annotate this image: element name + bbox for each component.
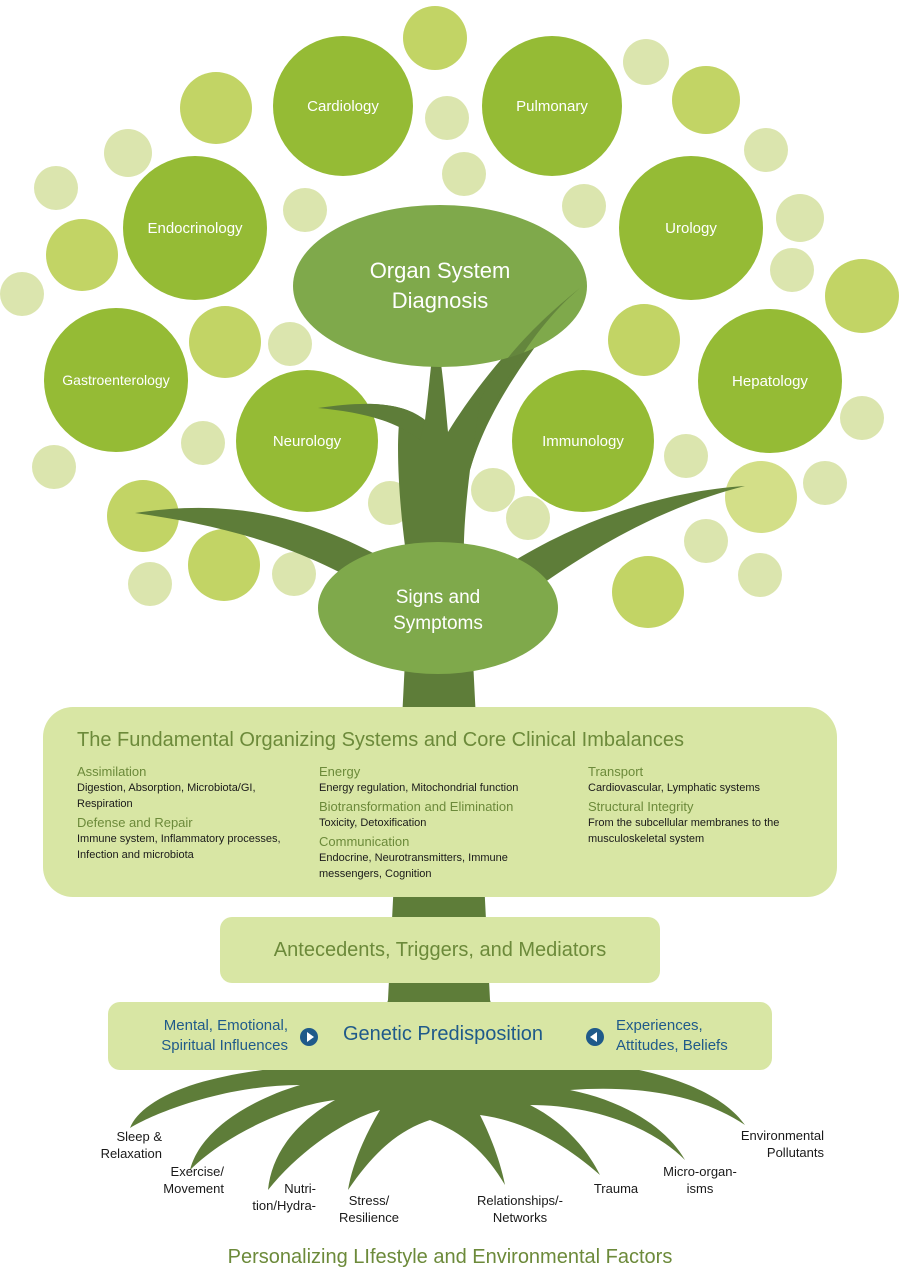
- bubble: [189, 306, 261, 378]
- fundamental-column-2: Energy Energy regulation, Mitochondrial …: [319, 764, 569, 885]
- bubble: [403, 6, 467, 70]
- bubble: [180, 72, 252, 144]
- signs-line1: Signs and: [396, 587, 481, 608]
- fundamental-columns: Assimilation Digestion, Absorption, Micr…: [77, 764, 803, 884]
- genetic-predisposition-label: Genetic Predisposition: [342, 1023, 544, 1045]
- bubble: [840, 396, 884, 440]
- category-description: Cardiovascular, Lymphatic systems: [588, 782, 760, 794]
- bubble: [684, 519, 728, 563]
- organ-label-endocrinology: Endocrinology: [147, 220, 243, 237]
- bubble: [744, 128, 788, 172]
- roots: [130, 1060, 745, 1190]
- diagnosis-ellipse: [293, 205, 587, 367]
- category-heading: Biotransformation and Elimination: [319, 799, 514, 814]
- bubble: [770, 248, 814, 292]
- bubble: [0, 272, 44, 316]
- category-description: Toxicity, Detoxification: [319, 817, 427, 829]
- root-label-pollutants: Environmental Pollutants: [740, 1128, 824, 1160]
- experiences-label: Experiences, Attitudes, Beliefs: [616, 1017, 728, 1054]
- organ-circle-urology: [619, 156, 763, 300]
- diagnosis-line2: Diagnosis: [392, 288, 489, 313]
- fundamental-column-3: Transport Cardiovascular, Lymphatic syst…: [588, 764, 813, 850]
- category-heading: Assimilation: [77, 764, 147, 779]
- bubble: [34, 166, 78, 210]
- root-label-trauma: Trauma: [593, 1181, 639, 1196]
- organ-circle-immunology: [512, 370, 654, 512]
- bubble: [283, 188, 327, 232]
- signs-line2: Symptoms: [393, 613, 483, 634]
- genetic-panel: Mental, Emotional, Spiritual Influences …: [108, 1002, 772, 1070]
- root-label-exercise: Exercise/ Movement: [163, 1164, 224, 1196]
- root-label-nutrition: Nutri- tion/Hydra-: [252, 1181, 316, 1213]
- branch-left-overlay: [318, 403, 425, 440]
- bubble: [623, 39, 669, 85]
- bubble: [612, 556, 684, 628]
- bubble: [188, 529, 260, 601]
- organ-circle-endocrinology: [123, 156, 267, 300]
- bubble: [608, 304, 680, 376]
- bubble: [725, 461, 797, 533]
- bubble: [268, 322, 312, 366]
- bubble: [107, 480, 179, 552]
- antecedents-label: Antecedents, Triggers, and Mediators: [273, 938, 607, 961]
- organ-label-gastroenterology: Gastroenterology: [62, 372, 169, 388]
- category-heading: Communication: [319, 834, 410, 849]
- bubble: [32, 445, 76, 489]
- play-right-icon: [300, 1028, 318, 1046]
- organ-label-urology: Urology: [665, 220, 717, 237]
- bubble: [803, 461, 847, 505]
- footer-title: Personalizing LIfestyle and Environmenta…: [227, 1246, 673, 1268]
- root-label-stress: Stress/ Resilience: [339, 1193, 399, 1225]
- bubble: [181, 421, 225, 465]
- bubble: [664, 434, 708, 478]
- play-left-icon: [586, 1028, 604, 1046]
- category-description: Endocrine, Neurotransmitters, Immune mes…: [319, 852, 508, 880]
- category-description: Immune system, Inflammatory processes, I…: [77, 833, 281, 861]
- category-heading: Transport: [588, 764, 644, 779]
- bubble: [425, 96, 469, 140]
- bubble: [738, 553, 782, 597]
- bubble: [562, 184, 606, 228]
- category-heading: Structural Integrity: [588, 799, 694, 814]
- organ-label-cardiology: Cardiology: [307, 98, 379, 115]
- category-heading: Energy: [319, 764, 361, 779]
- root-label-relationships: Relationships/- Networks: [477, 1193, 563, 1225]
- mental-emotional-label: Mental, Emotional, Spiritual Influences: [161, 1017, 288, 1054]
- bubble: [128, 562, 172, 606]
- organ-circle-pulmonary: [482, 36, 622, 176]
- bubble: [825, 259, 899, 333]
- organ-circle-cardiology: [273, 36, 413, 176]
- organ-circle-hepatology: [698, 309, 842, 453]
- decorative-bubbles: [0, 6, 899, 628]
- bubble: [46, 219, 118, 291]
- root-label-sleep: Sleep & Relaxation: [100, 1129, 162, 1161]
- bubble: [506, 496, 550, 540]
- antecedents-panel: Antecedents, Triggers, and Mediators: [220, 917, 660, 983]
- root-label-microorganisms: Micro-organ- isms: [663, 1164, 737, 1196]
- bubble: [776, 194, 824, 242]
- fundamental-title: The Fundamental Organizing Systems and C…: [77, 729, 684, 751]
- bubble: [272, 552, 316, 596]
- bubble: [471, 468, 515, 512]
- category-description: From the subcellular membranes to the mu…: [588, 817, 780, 845]
- organ-label-immunology: Immunology: [542, 433, 624, 450]
- bubble: [442, 152, 486, 196]
- bubble: [672, 66, 740, 134]
- signs-ellipse: [318, 542, 558, 674]
- category-heading: Defense and Repair: [77, 815, 193, 830]
- organ-label-hepatology: Hepatology: [732, 373, 808, 390]
- organ-label-neurology: Neurology: [273, 433, 342, 450]
- bubble: [104, 129, 152, 177]
- organ-circle-gastroenterology: [44, 308, 188, 452]
- fundamental-column-1: Assimilation Digestion, Absorption, Micr…: [77, 764, 305, 866]
- diagnosis-line1: Organ System: [370, 258, 511, 283]
- fundamental-systems-panel: The Fundamental Organizing Systems and C…: [43, 707, 837, 897]
- organ-label-pulmonary: Pulmonary: [516, 98, 588, 115]
- category-description: Digestion, Absorption, Microbiota/GI, Re…: [77, 782, 256, 810]
- category-description: Energy regulation, Mitochondrial functio…: [319, 782, 519, 794]
